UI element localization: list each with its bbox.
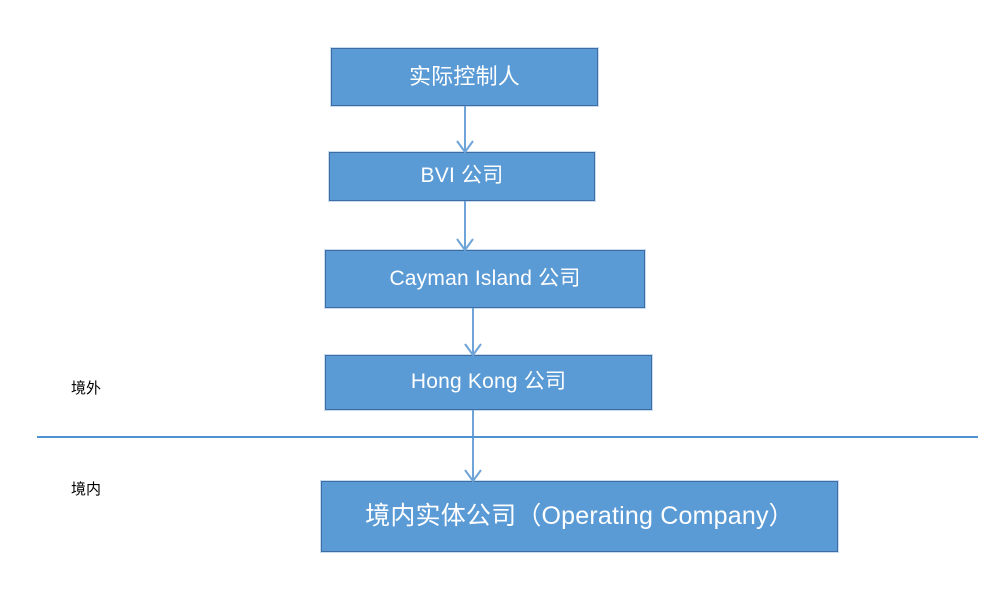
node-cayman-island-company[interactable]: Cayman Island 公司	[325, 250, 645, 308]
region-label-onshore: 境内	[71, 481, 102, 498]
down-arrow-icon	[456, 140, 474, 154]
node-hong-kong-company[interactable]: Hong Kong 公司	[325, 355, 652, 410]
offshore-onshore-divider	[37, 436, 978, 438]
node-bvi-company[interactable]: BVI 公司	[329, 152, 595, 201]
node-actual-controller[interactable]: 实际控制人	[331, 48, 598, 106]
connector-bvi-to-cayman	[452, 201, 478, 252]
node-label: BVI 公司	[420, 164, 504, 188]
node-label: 境内实体公司（Operating Company）	[365, 502, 794, 531]
node-domestic-operating-company[interactable]: 境内实体公司（Operating Company）	[321, 481, 838, 552]
node-label: Hong Kong 公司	[410, 370, 567, 394]
down-arrow-icon	[456, 238, 474, 252]
connector-hongkong-to-operating	[460, 410, 486, 483]
node-label: Cayman Island 公司	[389, 266, 581, 290]
connector-controller-to-bvi	[452, 106, 478, 154]
node-label: 实际控制人	[408, 64, 520, 90]
down-arrow-icon	[464, 469, 482, 483]
connector-cayman-to-hongkong	[460, 308, 486, 357]
down-arrow-icon	[464, 343, 482, 357]
region-label-offshore: 境外	[71, 380, 102, 397]
